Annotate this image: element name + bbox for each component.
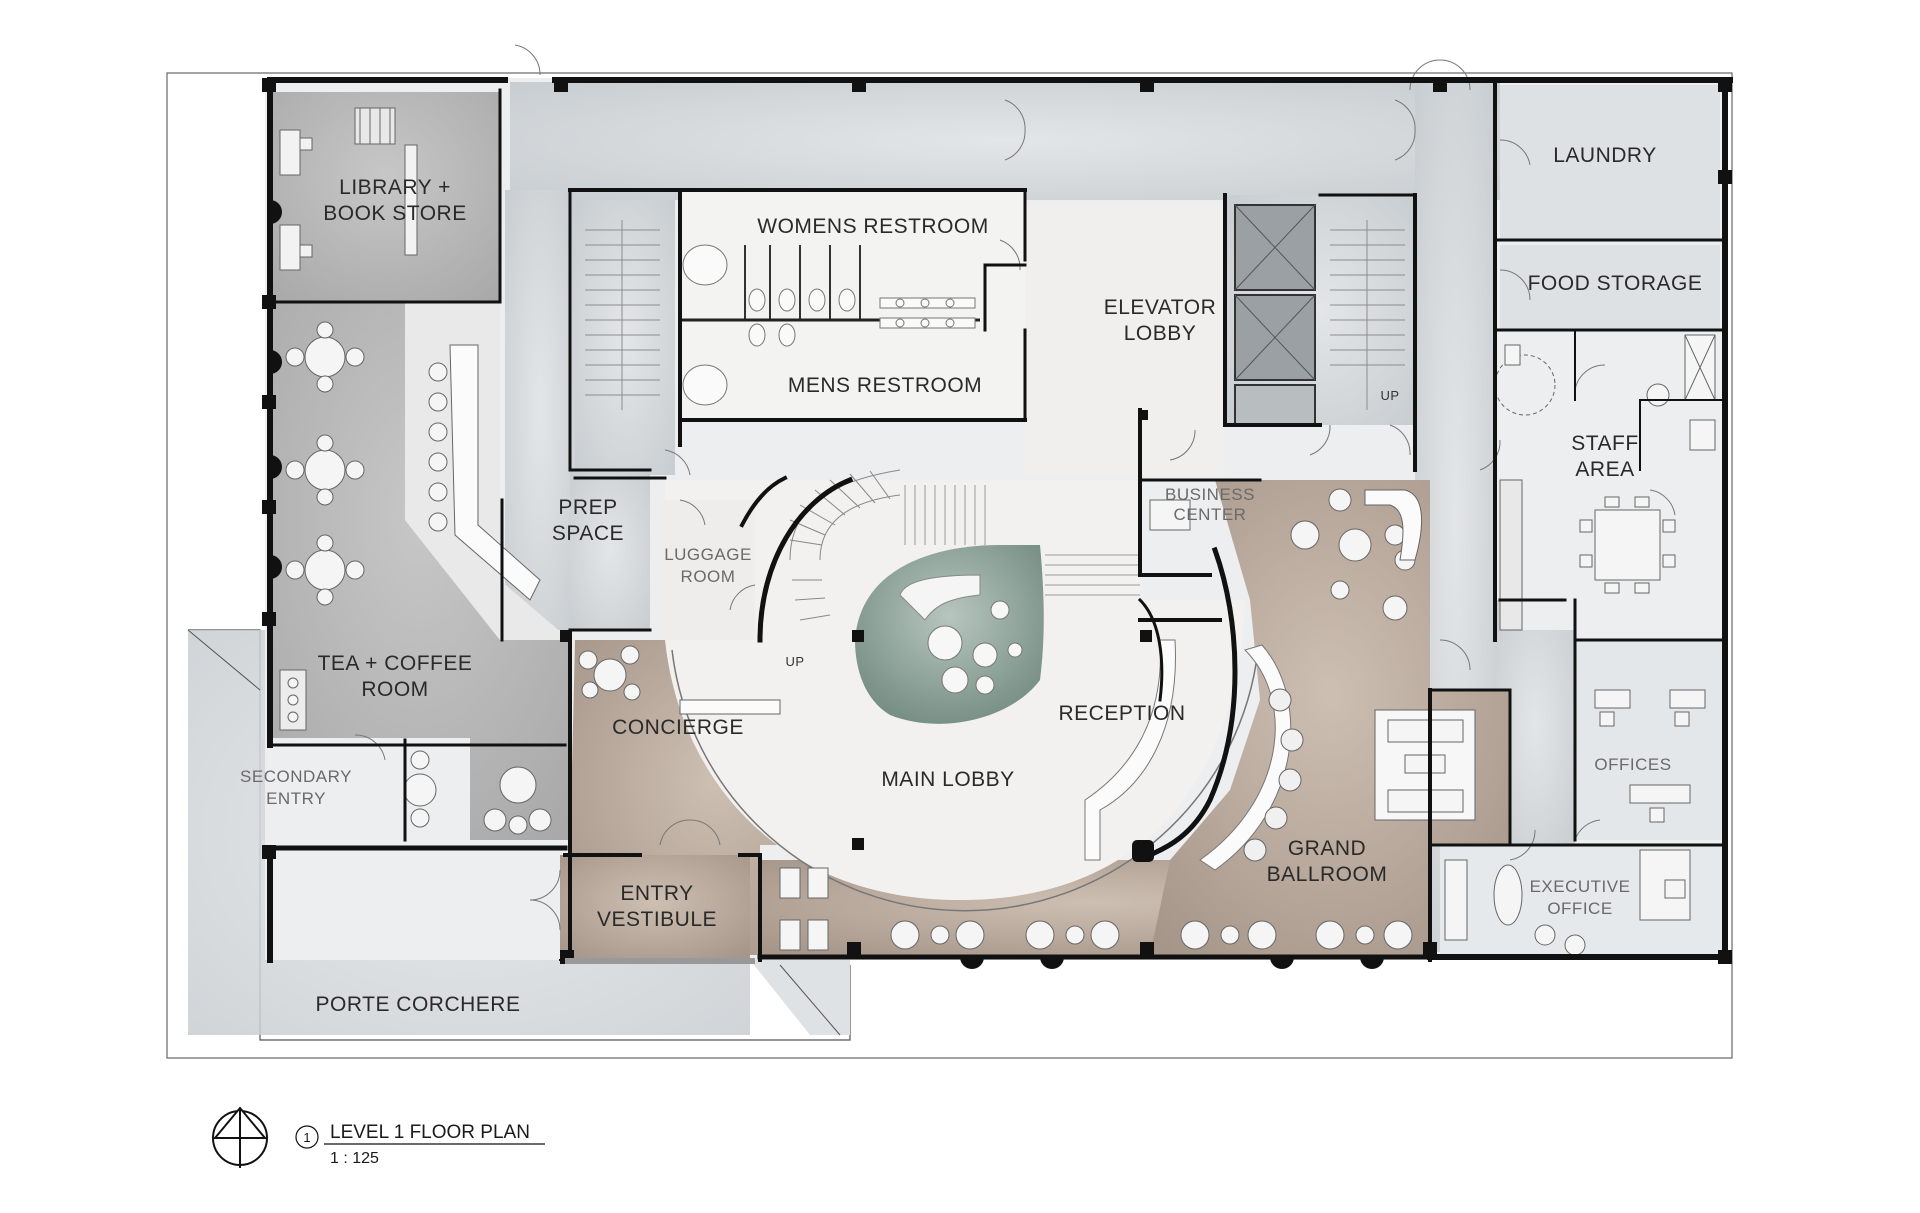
food-storage-room — [1500, 245, 1720, 330]
entry-vestibule-label: ENTRY — [620, 882, 693, 905]
plan-title: LEVEL 1 FLOOR PLAN — [330, 1122, 530, 1143]
tea-coffee-label: TEA + COFFEE — [318, 652, 473, 675]
entry-vestibule-label-2: VESTIBULE — [597, 908, 717, 931]
lounge-tables — [890, 920, 1413, 950]
exterior-pilasters — [270, 200, 1384, 969]
spiral-staircase — [789, 469, 901, 621]
ballroom-furniture — [1149, 488, 1476, 821]
grand-staircase — [904, 485, 1140, 596]
porte-corchere-label: PORTE CORCHERE — [316, 993, 521, 1016]
fountain-stones — [927, 600, 1023, 695]
restroom-fixtures — [680, 244, 980, 406]
grand-ballroom-label: GRAND — [1288, 837, 1366, 860]
stair-left-zone — [575, 200, 675, 475]
prep-space-room — [570, 470, 650, 630]
staff-furniture — [1494, 334, 1716, 631]
library-furniture — [279, 107, 418, 271]
elevator-lobby-room — [1025, 205, 1225, 475]
tea-coffee-label-2: ROOM — [361, 678, 428, 701]
elevator-lobby-label: ELEVATOR — [1104, 296, 1217, 319]
secondary-entry-label: SECONDARY — [240, 767, 352, 786]
prep-space-label: PREP — [558, 496, 617, 519]
staff-area-label: STAFF — [1571, 432, 1638, 455]
tea-coffee-room — [270, 302, 570, 840]
luggage-room — [660, 500, 755, 640]
staff-area-label-2: AREA — [1575, 458, 1634, 481]
view-number-circle — [295, 1125, 319, 1149]
lobby-circle-outline — [671, 649, 1259, 912]
stair-left-treads — [585, 220, 660, 410]
stair-up-label-center: UP — [785, 654, 804, 669]
executive-office-label: EXECUTIVE — [1530, 877, 1631, 896]
womens-restroom-label: WOMENS RESTROOM — [757, 215, 989, 238]
reception-desk — [1084, 639, 1304, 871]
reception-label: RECEPTION — [1058, 702, 1185, 725]
elevator-cars — [1234, 204, 1316, 426]
main-lobby-label: MAIN LOBBY — [881, 768, 1014, 791]
library-label: LIBRARY + — [339, 176, 451, 199]
north-arrow-icon — [212, 1106, 268, 1168]
executive-office-label-2: OFFICE — [1547, 899, 1612, 918]
secondary-entry-label-2: ENTRY — [266, 789, 326, 808]
offices-label: OFFICES — [1594, 755, 1671, 774]
prep-space-label-2: SPACE — [552, 522, 624, 545]
cafe-furniture — [279, 321, 552, 835]
elevator-lobby-label-2: LOBBY — [1124, 322, 1197, 345]
left-service-corridor — [505, 190, 575, 630]
stair-right-treads — [1330, 220, 1405, 410]
concierge-label: CONCIERGE — [612, 716, 744, 739]
top-corridor — [510, 82, 1500, 200]
stair-up-label-right: UP — [1380, 388, 1399, 403]
coffee-bar-zone — [405, 302, 570, 640]
offices-room — [1575, 640, 1725, 840]
room-labels: LIBRARY + BOOK STORE WOMENS RESTROOM MEN… — [240, 144, 1702, 1016]
title-block: 1 LEVEL 1 FLOOR PLAN 1 : 125 — [212, 1106, 545, 1168]
library-label-2: BOOK STORE — [323, 202, 466, 225]
view-number: 1 — [303, 1130, 310, 1145]
food-storage-label: FOOD STORAGE — [1528, 272, 1703, 295]
entry-door-strip — [565, 958, 755, 964]
entry-vestibule-room — [560, 855, 750, 960]
business-center-label: BUSINESS — [1165, 485, 1255, 504]
mens-restroom-label: MENS RESTROOM — [788, 374, 982, 397]
business-center-label-2: CENTER — [1174, 505, 1247, 524]
laundry-room — [1500, 85, 1720, 240]
plan-scale: 1 : 125 — [330, 1150, 379, 1167]
concierge-furniture — [578, 645, 829, 951]
luggage-room-label: LUGGAGE — [664, 545, 752, 564]
luggage-room-label-2: ROOM — [681, 567, 736, 586]
fountain-bench — [899, 574, 981, 621]
laundry-label: LAUNDRY — [1553, 144, 1656, 167]
office-furniture — [1444, 689, 1706, 956]
structural-columns — [262, 78, 1732, 964]
grand-ballroom-label-2: BALLROOM — [1267, 863, 1388, 886]
door-swings — [354, 44, 1676, 931]
